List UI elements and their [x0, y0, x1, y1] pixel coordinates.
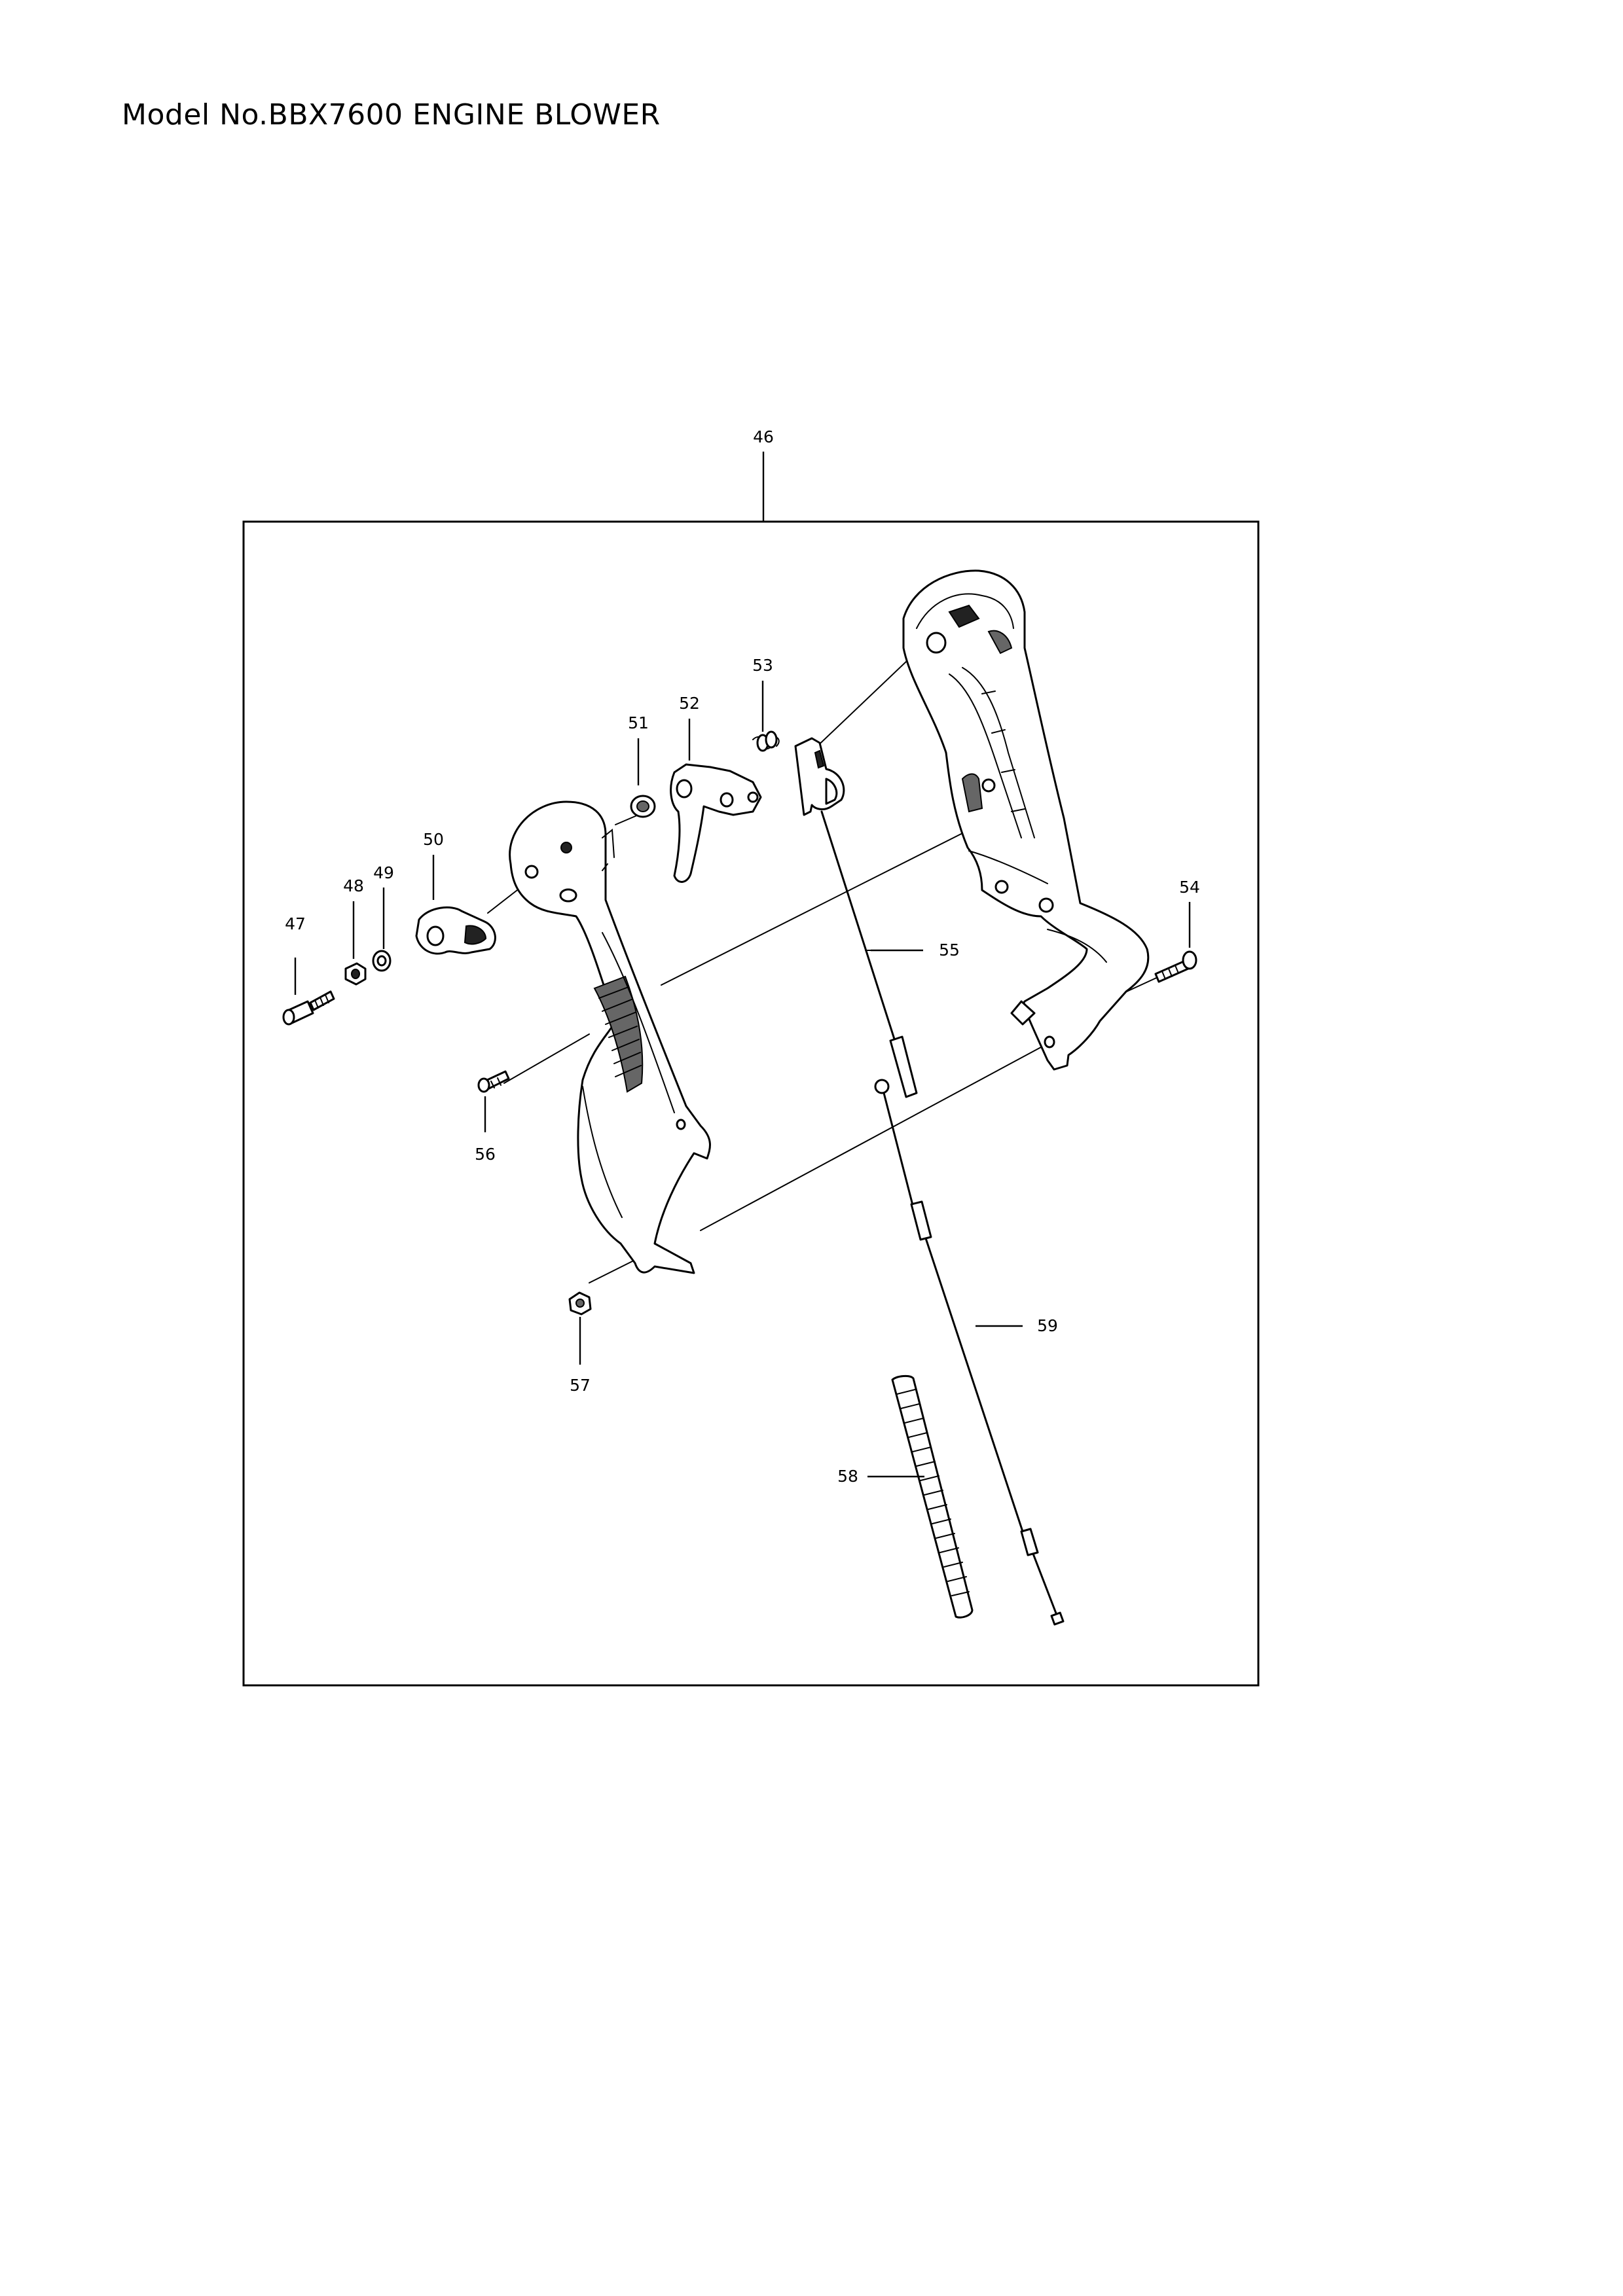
callout-55: 55 [939, 941, 960, 960]
callout-56: 56 [475, 1145, 496, 1164]
part-59-throttle-cable [874, 1079, 1065, 1626]
part-48-nut [344, 962, 367, 986]
part-49-washer [372, 950, 392, 972]
part-47-bolt [282, 990, 335, 1026]
callout-59: 59 [1037, 1316, 1058, 1335]
callout-57: 57 [570, 1376, 591, 1395]
callout-51: 51 [628, 713, 649, 732]
callout-48: 48 [343, 876, 364, 895]
part-52-throttle-trigger [670, 763, 762, 883]
callout-46: 46 [753, 427, 774, 446]
part-50-lever-knob [415, 906, 496, 955]
alignment-lines [487, 660, 1163, 1283]
part-57-nut [568, 1291, 592, 1316]
part-54-screw [1154, 950, 1197, 983]
callout-58: 58 [837, 1467, 858, 1486]
callout-53: 53 [752, 656, 773, 675]
part-55-stop-switch [794, 737, 918, 1098]
right-handle-housing [902, 569, 1150, 1071]
part-53-spring [752, 730, 780, 752]
left-handle-housing [509, 800, 711, 1274]
callout-54: 54 [1179, 878, 1200, 897]
page-title: Model No.BBX7600 ENGINE BLOWER [122, 98, 661, 132]
assembly-frame [242, 520, 1260, 1687]
part-58-corrugated-tube [891, 1374, 974, 1619]
callout-47: 47 [285, 914, 306, 933]
part-56-screw [477, 1070, 510, 1093]
callout-50: 50 [423, 830, 444, 849]
callout-52: 52 [679, 694, 700, 713]
callout-49: 49 [373, 863, 394, 882]
part-51-bushing [630, 795, 656, 818]
